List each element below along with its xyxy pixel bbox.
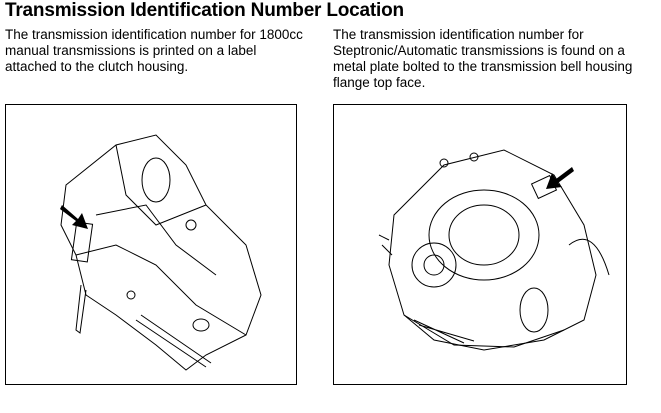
- automatic-transmission-drawing: [378, 149, 610, 351]
- automatic-transmission-illustration: [333, 104, 627, 385]
- automatic-description: The transmission identification number f…: [333, 27, 633, 90]
- manual-transmission-illustration: [5, 104, 297, 385]
- manual-transmission-drawing: [60, 134, 262, 371]
- page-title: Transmission Identification Number Locat…: [5, 0, 404, 21]
- manual-description: The transmission identification number f…: [5, 27, 303, 74]
- arrow-icon: [546, 167, 574, 189]
- arrow-icon: [60, 205, 88, 229]
